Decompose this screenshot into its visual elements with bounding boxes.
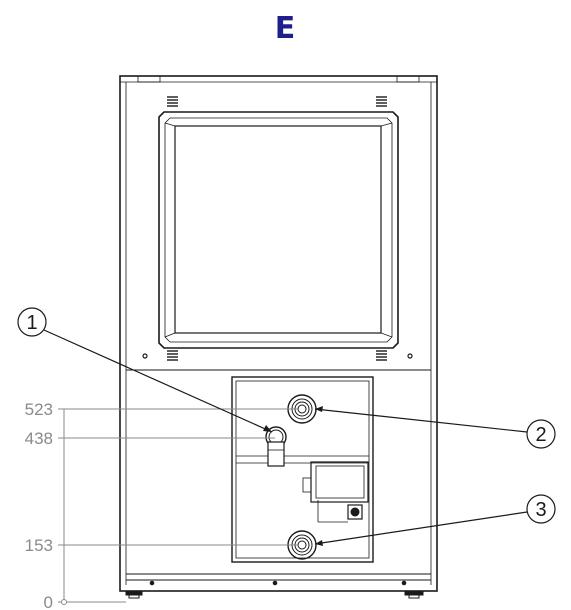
dimension-label-0: 0: [44, 593, 53, 610]
vent-bottom: [167, 350, 387, 361]
view-label: E: [275, 11, 296, 46]
dimension-lines: [58, 408, 298, 605]
vent-top-right: [376, 96, 387, 107]
vent-top-left: [167, 96, 178, 107]
callout-3-number: 3: [535, 499, 546, 521]
callout-1: 1: [17, 307, 273, 433]
callout-1-number: 1: [26, 312, 37, 334]
dimension-label-523: 523: [25, 400, 53, 419]
drain-valve: [265, 426, 287, 467]
callout-2-number: 2: [535, 424, 546, 446]
base-rails: [126, 573, 431, 586]
dimension-label-153: 153: [25, 536, 53, 555]
callout-2: 2: [314, 406, 556, 449]
callout-3: 3: [314, 494, 556, 546]
dimension-label-438: 438: [25, 429, 53, 448]
cabinet-feet: [125, 590, 424, 599]
main-panel: [158, 111, 399, 349]
connection-recess: [231, 376, 374, 563]
screw-left: [142, 353, 148, 359]
cabinet-body: [119, 75, 438, 592]
screw-right: [407, 353, 413, 359]
